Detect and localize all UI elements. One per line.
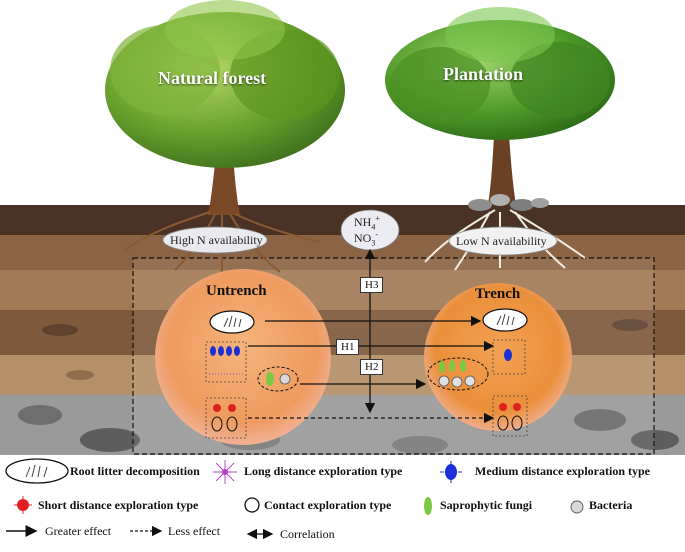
plantation-tree <box>385 7 615 271</box>
trench-circle <box>424 283 572 431</box>
short-type-marker <box>213 404 221 412</box>
saprophytic-fungi-marker <box>449 360 455 372</box>
short-contact-box-right <box>492 395 528 437</box>
mycorrhiza-box-right <box>492 339 526 375</box>
trench-title: Trench <box>475 286 521 302</box>
legend-correlation: Correlation <box>280 527 335 541</box>
low-n-ellipse <box>448 226 558 256</box>
legend-saprophytic: Saprophytic fungi <box>440 498 533 512</box>
medium-type-marker <box>218 346 224 356</box>
high-n-label: High N availability <box>170 233 263 247</box>
legend-short-distance: Short distance exploration type <box>38 498 199 512</box>
medium-type-marker <box>234 346 240 356</box>
short-type-marker <box>513 403 521 411</box>
legend-medium-distance: Medium distance exploration type <box>475 464 650 478</box>
legend-icons <box>5 458 584 540</box>
root-litter-icon-right <box>482 308 528 332</box>
bacteria-marker <box>438 375 450 387</box>
natural-forest-tree <box>105 0 345 280</box>
legend-long-distance: Long distance exploration type <box>244 464 403 478</box>
saprophytic-bacteria-group-right <box>427 357 489 391</box>
root-litter-icon-left <box>209 310 255 334</box>
legend-bacteria: Bacteria <box>589 498 633 512</box>
low-n-label: Low N availability <box>456 234 547 248</box>
saprophytic-fungi-marker <box>439 361 445 373</box>
short-distance-icon <box>14 496 32 514</box>
legend-root-litter: Root litter decomposition <box>70 464 200 478</box>
nh4-label: NH4+ <box>354 214 380 231</box>
contact-type-marker <box>226 416 238 432</box>
bacteria-marker <box>279 373 291 385</box>
contact-type-marker <box>211 416 223 432</box>
no3-sub: 3 <box>371 238 376 248</box>
hypothesis-h1: H1 <box>336 339 360 355</box>
long-distance-icon <box>213 460 237 484</box>
hypothesis-h2: H2 <box>360 359 384 375</box>
saprophytic-bacteria-group-left <box>257 366 299 392</box>
short-type-marker <box>499 403 507 411</box>
untrench-circle <box>155 269 331 445</box>
bacteria-marker <box>464 375 476 387</box>
mycorrhiza-box-left <box>205 341 247 383</box>
root-litter-icon <box>5 458 69 484</box>
medium-type-marker <box>226 346 232 356</box>
short-type-marker <box>228 404 236 412</box>
no3-label: NO3- <box>354 230 378 247</box>
legend-contact: Contact exploration type <box>264 498 392 512</box>
bacteria-marker <box>451 376 463 388</box>
nh4-base: NH <box>354 215 372 229</box>
saprophytic-icon <box>424 497 432 515</box>
short-contact-box-left <box>205 397 247 439</box>
contact-type-marker <box>497 415 509 431</box>
medium-distance-icon <box>440 461 462 483</box>
hypothesis-h3: H3 <box>360 277 384 293</box>
untrench-title: Untrench <box>206 283 267 299</box>
nh4-sup: + <box>375 214 380 223</box>
no3-sup: - <box>375 230 379 239</box>
saprophytic-fungi-marker <box>266 372 274 386</box>
contact-type-marker <box>511 415 523 431</box>
natural-forest-title: Natural forest <box>158 68 267 88</box>
nh4-sub: 4 <box>371 222 376 232</box>
saprophytic-fungi-marker <box>460 360 466 372</box>
high-n-ellipse <box>162 226 268 254</box>
medium-type-marker <box>210 346 216 356</box>
legend-less-effect: Less effect <box>168 524 221 538</box>
bacteria-icon <box>570 500 584 514</box>
no3-base: NO <box>354 231 372 245</box>
medium-type-marker <box>504 349 512 361</box>
legend-greater-effect: Greater effect <box>45 524 112 538</box>
plantation-title: Plantation <box>443 64 524 84</box>
contact-icon <box>244 497 260 513</box>
